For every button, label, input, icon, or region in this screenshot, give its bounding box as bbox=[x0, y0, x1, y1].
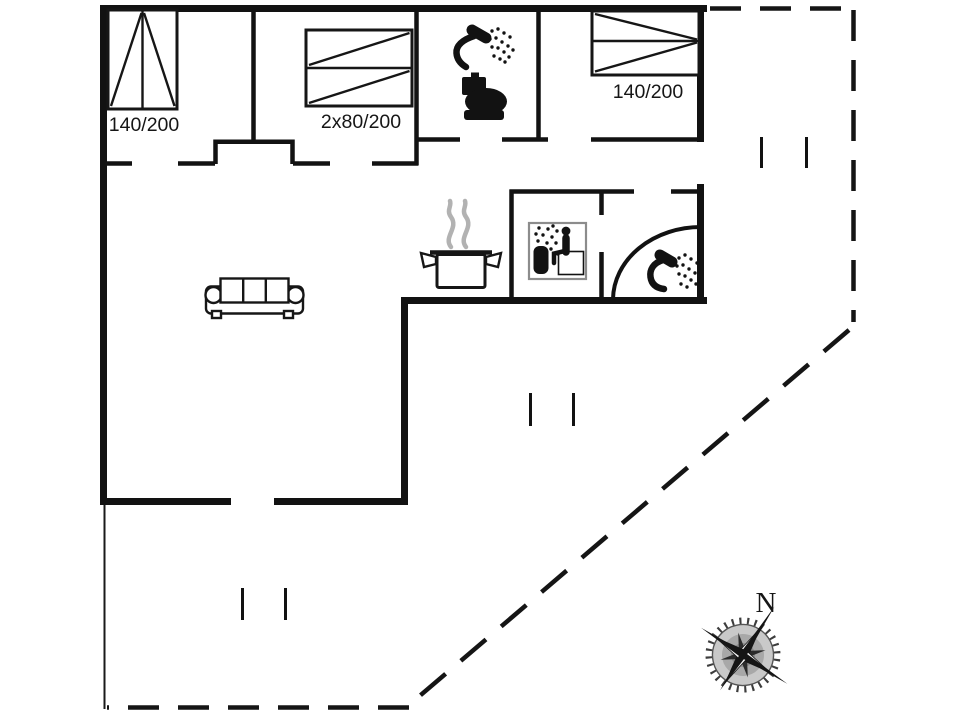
sauna-steam-dots bbox=[534, 224, 560, 257]
bedroom-2-bed-icon bbox=[304, 28, 414, 108]
compass-north-label: N bbox=[756, 587, 777, 619]
compass-rose-icon bbox=[701, 606, 788, 693]
terrace-boundary bbox=[103, 6, 857, 710]
bed-size-label-bedroom-2: 2x80/200 bbox=[321, 111, 401, 133]
bathroom-shower-head-icon bbox=[453, 24, 515, 71]
cooking-pot-icon bbox=[419, 250, 503, 289]
sofa-icon bbox=[204, 277, 305, 320]
sauna-icon bbox=[527, 221, 588, 281]
toilet-icon bbox=[462, 72, 507, 120]
bed-size-label-bedroom-1: 140/200 bbox=[109, 114, 180, 136]
shower-room bbox=[611, 225, 702, 300]
shower-head-icon bbox=[647, 249, 702, 293]
shower-enclosure-arc bbox=[611, 225, 702, 300]
bedroom-3-bed-icon bbox=[590, 9, 701, 77]
interior-walls bbox=[103, 8, 700, 300]
steam-icon bbox=[446, 198, 471, 250]
bedroom-1-bed-icon bbox=[106, 8, 179, 111]
shower-spray-dots bbox=[675, 253, 702, 289]
door-opening-markers bbox=[241, 137, 808, 620]
outer-walls bbox=[100, 5, 707, 505]
shower-spray-dots bbox=[488, 27, 515, 64]
closet-niche bbox=[213, 139, 295, 164]
bed-size-label-bedroom-3: 140/200 bbox=[613, 81, 684, 103]
